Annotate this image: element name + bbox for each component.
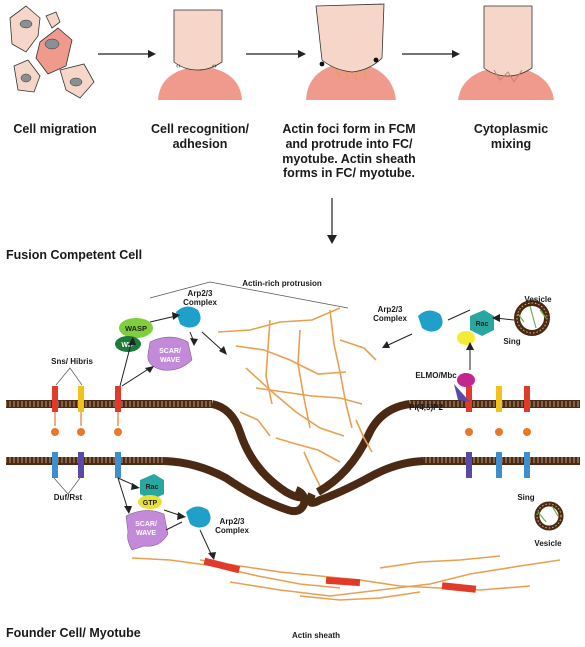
scar-wave-top-line1: SCAR/ [159, 348, 181, 355]
arrow-3-head [452, 50, 460, 58]
step-3-text: Actin foci form in FCM and protrude into… [282, 122, 416, 181]
actin-protrusion-network [217, 307, 377, 487]
step-3-label: Actin foci form in FCM and protrude into… [268, 122, 430, 181]
arp23-bottom-label: Arp2/3 Complex [215, 517, 249, 535]
gtp-label: GTP [143, 500, 158, 507]
actin-sheath-fibers [131, 555, 561, 601]
fc-section-title: Founder Cell/ Myotube [6, 626, 141, 640]
actin-rich-protrusion-label: Actin-rich protrusion [242, 279, 322, 288]
step-1-label: Cell migration [0, 122, 110, 137]
scar-wave-bottom-line1: SCAR/ [135, 521, 157, 528]
arrow-1-head [148, 50, 156, 58]
receptors-right [465, 386, 531, 478]
cell-migration-illustration [9, 5, 95, 99]
cell-adhesion-illustration: ‹› ‹› [158, 9, 242, 100]
step-2-label: Cell recognition/ adhesion [130, 122, 270, 152]
step-4-text: Cytoplasmic mixing [473, 122, 549, 151]
wip-label: WIP [121, 342, 135, 349]
elmo-mbc-label: ELMO/Mbc [415, 371, 457, 380]
svg-text:‹›: ‹› [212, 63, 217, 70]
actin-sheath-crosslinkers [203, 557, 477, 593]
pi45p2-label: PI(4,5)P2 [409, 403, 443, 412]
step-4-label: Cytoplasmic mixing [456, 122, 566, 152]
sns-hibris-label: Sns/ Hibris [51, 357, 93, 366]
fcm-section-title: Fusion Competent Cell [6, 248, 143, 262]
sing-top-label: Sing [503, 337, 521, 346]
receptors-left [51, 386, 122, 478]
rac-top-label: Rac [476, 321, 489, 328]
wasp-label: WASP [125, 324, 147, 333]
fcm-membrane [6, 400, 580, 502]
scar-wave-top-line2: WAVE [160, 357, 180, 364]
svg-text:‹›: ‹› [176, 63, 181, 70]
cytoplasmic-mixing-illustration [458, 5, 554, 100]
fc-membrane [6, 457, 580, 516]
rac-bottom-label: Rac [146, 484, 159, 491]
duf-rst-label: Duf/Rst [53, 493, 83, 502]
fcm-signaling-left: WASP WIP SCAR/ WAVE [115, 306, 227, 387]
vesicle-bottom-label: Vesicle [534, 539, 562, 548]
step-1-text: Cell migration [13, 122, 97, 136]
down-arrow-head [327, 235, 337, 244]
arp23-right-label: Arp2/3 Complex [373, 305, 407, 323]
actin-sheath-label: Actin sheath [291, 631, 341, 640]
vesicle-top-label: Vesicle [524, 295, 552, 304]
fcm-signaling-right: Rac [382, 300, 550, 402]
arrow-2-head [298, 50, 306, 58]
scar-wave-bottom-line2: WAVE [136, 530, 156, 537]
actin-foci-illustration [306, 3, 396, 100]
fc-signaling: Rac GTP SCAR/ WAVE [117, 474, 564, 560]
step-2-text: Cell recognition/ adhesion [151, 122, 249, 151]
arp23-top-label: Arp2/3 Complex [183, 289, 217, 307]
sing-bottom-label: Sing [517, 493, 535, 502]
